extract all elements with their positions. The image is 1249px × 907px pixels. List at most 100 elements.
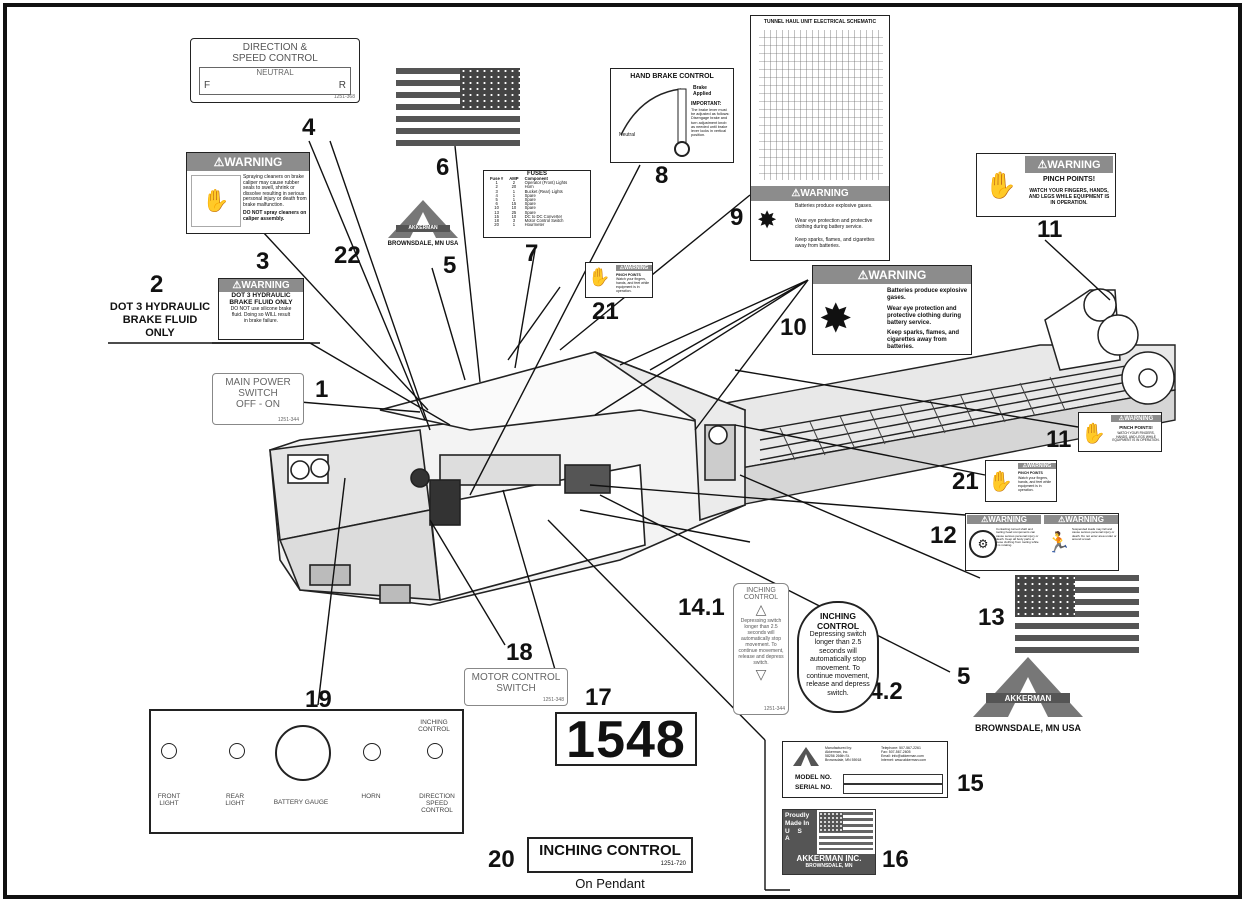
horn-button-icon [363,743,381,761]
motor-control-part: 1251-348 [542,696,564,703]
fuse-cell: 2 [512,180,516,186]
us-flag-top [396,68,520,146]
battery-text3-9: Keep sparks, flames, and cigarettes away… [795,237,875,249]
fuse-cell: Operator (Front) Lights [524,180,568,186]
callout-13: 13 [978,604,1005,631]
inching-14-1-line1: INCHING [746,587,776,594]
rotating-shaft-icon: ⚙ [969,530,997,558]
made-in-brand-bar: AKKERMAN INC. BROWNSDALE, MN [783,854,875,874]
callout-2: 2 [150,271,164,298]
made-in-line3: U S A [785,827,805,843]
dot3-warning-line5: in brake failure. [243,318,279,324]
callout-7: 7 [525,240,539,267]
fuse-cell: 10 [511,213,517,219]
panel-direction: DIRECTION SPEED CONTROL [419,793,455,814]
brake-applied-2: Applied [693,91,712,97]
brake-applied-1: Brake [693,85,707,91]
pinch-small-title-a: PINCH POINTS [616,273,641,277]
battery-text2-9: Wear eye protection and protective cloth… [795,218,873,230]
battery-warning-label: ⚠WARNING ✸ Batteries produce explosive g… [812,265,972,355]
plate-email: Email: info@akkerman.com [881,754,924,759]
inching-14-2-line2: CONTROL [816,621,860,631]
made-in-city: BROWNSDALE, MN [805,863,853,869]
hour-number-label: 1548 [555,712,697,766]
made-in-flag-stars [819,812,843,832]
warning-word-3: WARNING [241,280,290,291]
fuse-cell: 15 [511,201,517,207]
callout-21b: 21 [952,468,979,495]
callout-15: 15 [957,770,984,797]
motor-control-line1: MOTOR CONTROL [471,672,561,683]
direction-part: 1251-368 [333,93,355,100]
fuse-cell: Hourmeter [524,222,545,228]
fuse-cell: 13 [494,209,499,215]
dot3-warning-line4: fluid. Doing so WILL result [231,312,291,318]
fuse-cell: 20 [494,222,499,228]
fuse-cell: Spare [524,192,536,198]
battery-explosion-icon: ✸ [819,297,853,341]
plate-web: Internet: www.akkerman.com [881,758,927,763]
callout-3: 3 [256,248,270,275]
leader-lines [108,140,1111,891]
battery-gauge-icon [275,725,331,781]
callout-18: 18 [506,639,533,666]
plate-maker4: Brownsdale, MN 55918 [825,758,862,763]
callout-5b: 5 [957,663,971,690]
direction-r: R [338,80,346,91]
us-flag-stars-right [1015,575,1075,617]
inching-14-1-part: 1251-344 [763,705,785,712]
plate-maker2: Akkerman, Inc. [825,750,849,755]
warning-word-11b: WARNING [1124,416,1154,422]
hand-brake-title: HAND BRAKE CONTROL [630,73,714,80]
panel-inching: INCHING CONTROL [418,719,450,733]
akkerman-city-large: BROWNSDALE, MN USA [975,723,1081,733]
fuse-cell: 1 [512,197,516,203]
pinch-hand-icon-a: ✋ [588,267,611,287]
machine-body [269,351,746,606]
warning-word: WARNING [224,155,283,169]
direction-gauge: NEUTRAL F R [199,67,351,95]
warning-word-21a: WARNING [624,265,649,271]
plate-phone: Telephone: 507-567-2261 [881,746,921,750]
fuse-cell: Bucket (Rear) Lights [524,188,563,194]
dot3-plain-line2: BRAKE FLUID [122,314,198,327]
direction-f: F [204,80,211,91]
made-in-usa-block: Proudly Made In U S A [783,810,817,854]
callout-14-1: 14.1 [678,594,725,621]
brake-note: The brake lever must be adjusted as foll… [691,108,730,138]
fuse-cell: 20 [511,184,517,190]
schematic-drawing [759,30,883,180]
fuse-header-1: AMP [509,176,519,181]
akkerman-name-small: AKKERMAN [408,225,438,231]
inching-14-1-text: Depressing switch longer than 2.5 second… [738,618,784,666]
warning-word-12b: WARNING [1065,515,1104,524]
callout-12: 12 [930,522,957,549]
main-power-switch-label: MAIN POWER SWITCH OFF - ON 1251-344 [212,373,304,425]
pinch-small-label-a: ✋ ⚠WARNING PINCH POINTS Watch your finge… [585,262,653,298]
fuse-cell: Spare [524,205,536,211]
made-in-flag [819,812,873,850]
inching-control-label-14-1: INCHING CONTROL △ Depressing switch long… [733,583,789,715]
fuse-cell: DC to DC Converter [524,213,563,219]
diagram-frame [3,3,1242,899]
plate-maker1: Manufactured by: [825,746,853,750]
motor-control-line2: SWITCH [496,683,536,694]
made-in-line1: Proudly [785,812,810,819]
fuse-cell: Motor Control Switch [524,218,564,224]
callout-10: 10 [780,314,807,341]
fuse-cell: 5 [495,197,498,203]
pinch-small-text-c: Watch your fingers, hands, and feet whil… [1018,476,1052,492]
brake-important: IMPORTANT: [691,101,722,107]
panel-front-light: FRONT LIGHT [157,793,181,807]
brake-cleaner-warning: ⚠WARNING ✋ Spraying cleaners on brake ca… [186,152,310,234]
akkerman-logo-large: AKKERMAN BROWNSDALE, MN USA [958,655,1098,735]
